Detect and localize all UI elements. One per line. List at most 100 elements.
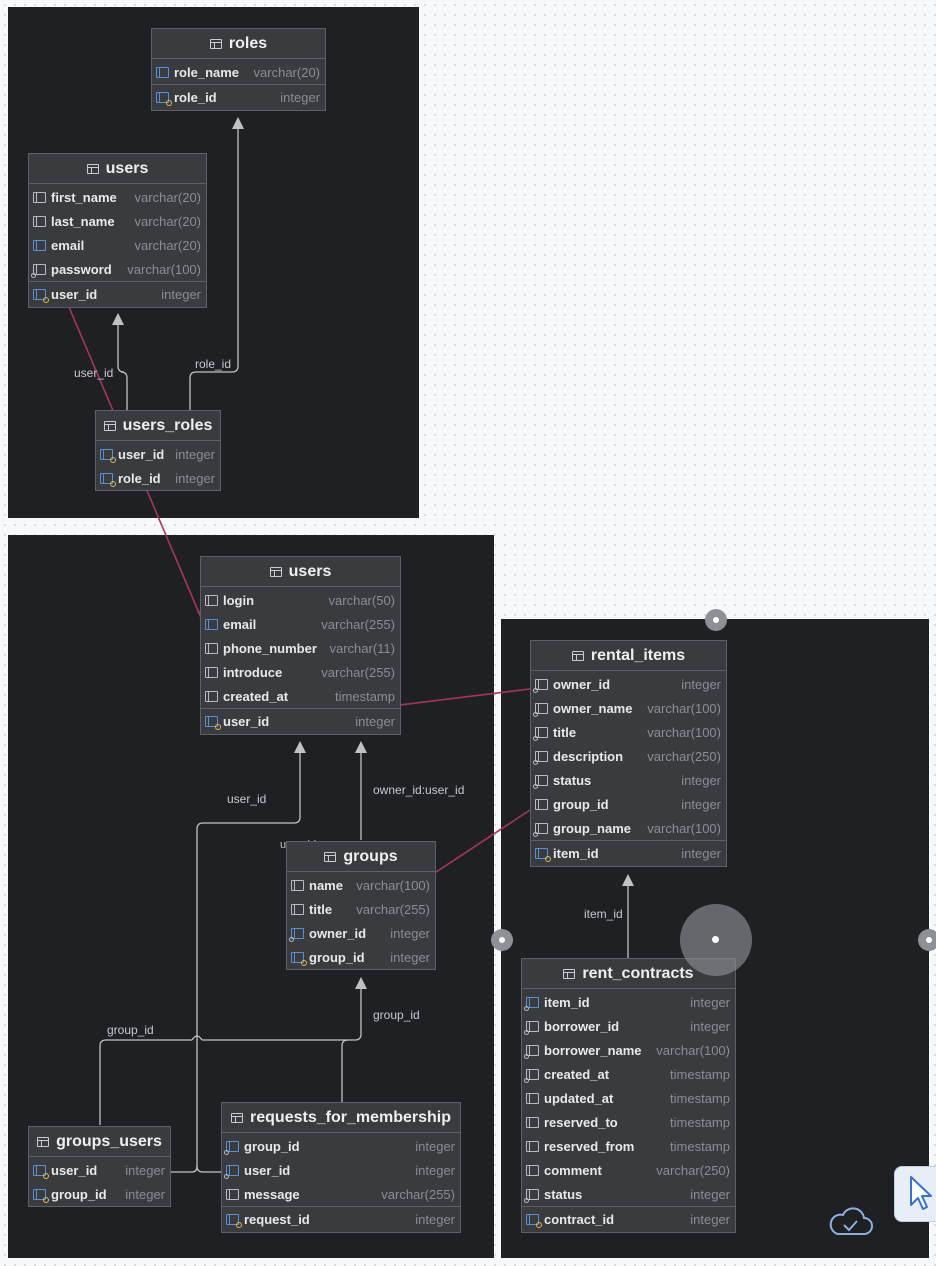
resize-handle-left[interactable] [491,929,513,951]
foreign-key-icon [533,774,548,789]
table-header[interactable]: users [201,557,400,587]
column-icon [526,1140,539,1152]
column-name: borrower_name [544,1042,642,1058]
cursor-tool-button[interactable] [894,1166,936,1222]
table-header[interactable]: groups_users [29,1127,170,1157]
foreign-key-icon [524,1068,539,1083]
relation-gu-user [170,748,301,1173]
column-type: integer [690,1186,730,1202]
label-g-owner: owner_id:user_id [373,783,465,797]
column-name: item_id [544,994,590,1010]
relation-rfm-group [341,1039,349,1102]
table-header[interactable]: groups [287,842,435,872]
column-name: created_at [223,688,289,704]
column-row[interactable]: group_id integer [29,1182,170,1206]
column-type: integer [390,949,430,965]
table-header[interactable]: requests_for_membership [222,1103,460,1133]
relation-hop [191,1035,203,1041]
table-header[interactable]: users [29,154,206,184]
column-name: user_id [244,1162,291,1178]
column-name: group_id [51,1186,107,1202]
table-icon [37,1136,50,1147]
column-row[interactable]: borrower_name varchar(100) [522,1038,735,1062]
arrowhead-roles [232,117,244,129]
resize-handle-right[interactable] [918,929,936,951]
column-name: reserved_to [544,1114,618,1130]
primary-key-icon [156,92,172,106]
column-name: last_name [51,213,115,229]
column-type: integer [125,1186,165,1202]
foreign-key-icon [533,726,548,741]
foreign-key-icon [524,1044,539,1059]
primary-key-icon [535,848,551,862]
foreign-key-icon [533,702,548,717]
column-icon [526,1164,539,1176]
drag-handle-center[interactable] [680,904,752,976]
table-icon [563,968,576,979]
column-name: first_name [51,189,117,205]
arrowhead-users-top [112,313,124,325]
table-header[interactable]: roles [152,29,325,59]
resize-handle-top[interactable] [705,609,727,631]
table-header[interactable]: users_roles [96,411,220,441]
table-icon [324,851,337,862]
table-header[interactable]: rent_contracts [522,959,735,989]
table-title: users [288,562,332,580]
table-title: users [105,159,149,177]
column-icon [526,1092,539,1104]
column-type: integer [280,90,320,105]
column-type: varchar(100) [656,1042,730,1058]
table-header[interactable]: rental_items [531,641,726,671]
